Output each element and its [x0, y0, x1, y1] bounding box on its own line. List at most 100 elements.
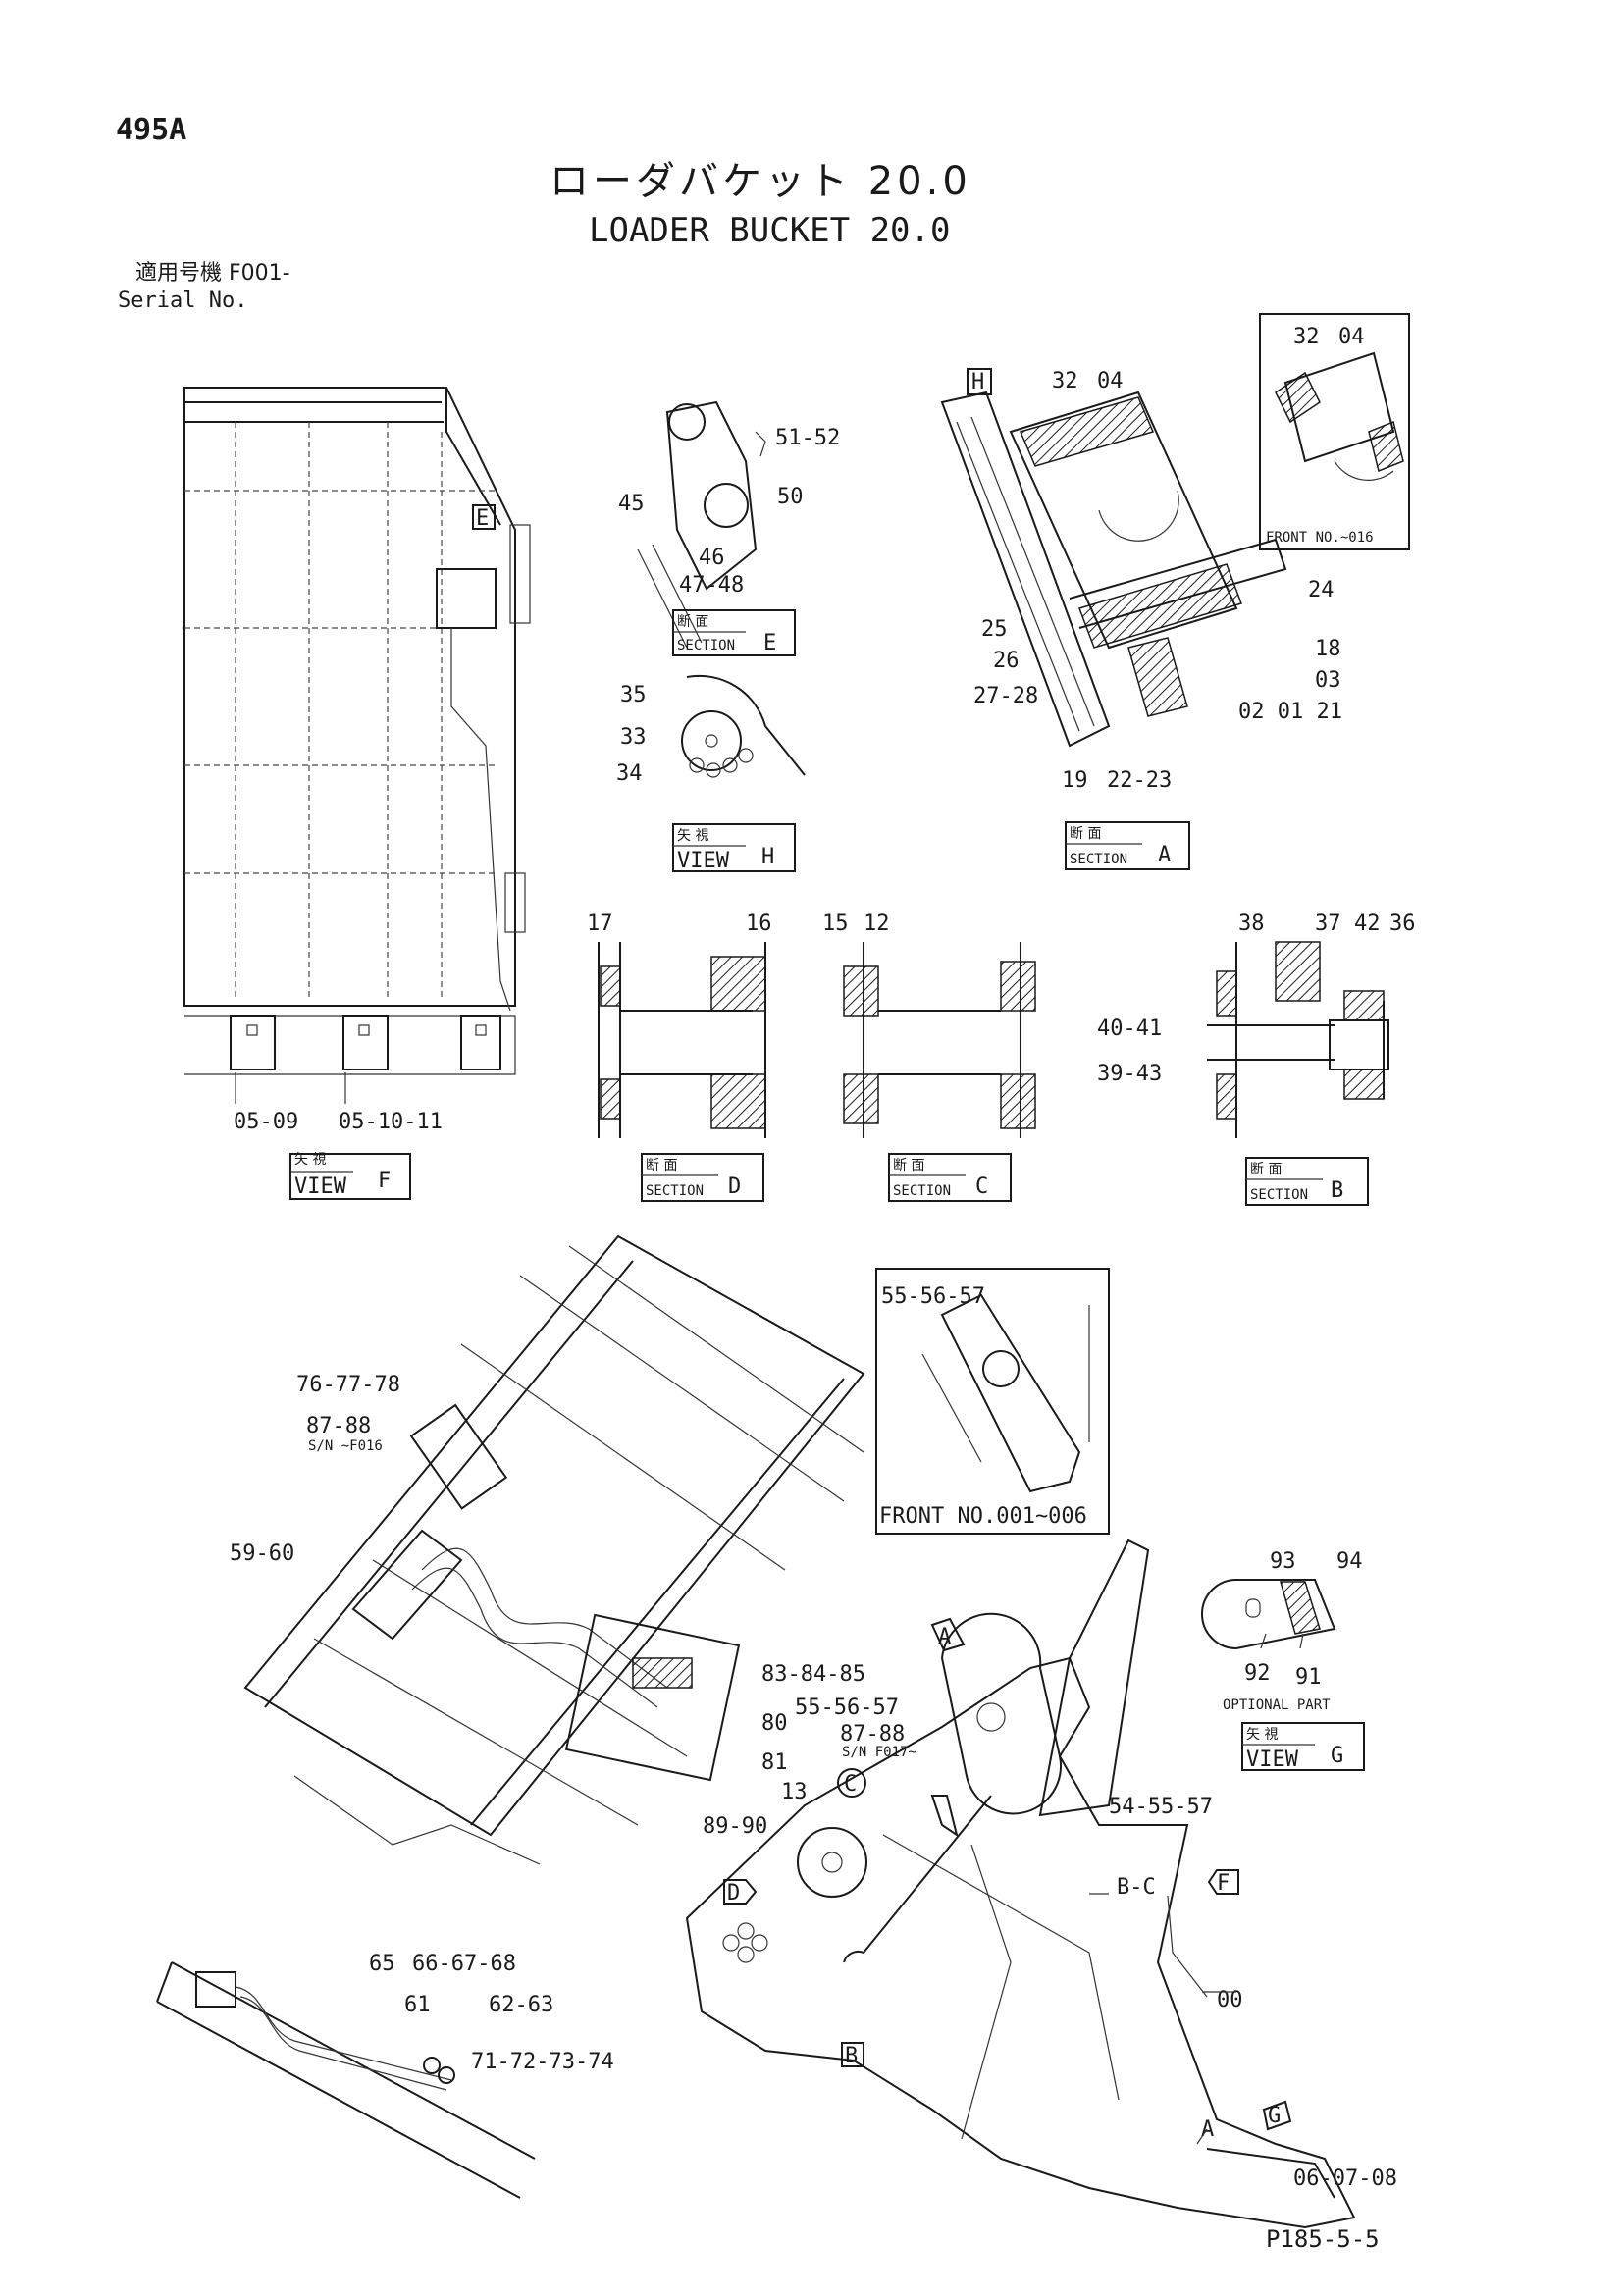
label-47-48: 47-48 [679, 573, 744, 598]
label-13: 13 [781, 1780, 808, 1804]
label-17: 17 [587, 912, 613, 936]
section-b-detail [1207, 941, 1389, 1138]
note-front-016: FRONT NO.~016 [1266, 530, 1374, 546]
section-c-detail [843, 942, 1036, 1138]
label-03: 03 [1315, 668, 1341, 693]
label-71-72-73-74: 71-72-73-74 [471, 2050, 614, 2074]
svg-text:E: E [763, 631, 776, 655]
note-optional-part: OPTIONAL PART [1223, 1697, 1331, 1713]
svg-text:断 面: 断 面 [893, 1158, 924, 1174]
label-38: 38 [1238, 912, 1265, 936]
label-36: 36 [1389, 912, 1416, 936]
svg-text:C: C [975, 1174, 988, 1199]
note-sn-f016: S/N ~F016 [308, 1438, 383, 1454]
svg-text:E: E [476, 506, 489, 531]
label-89-90: 89-90 [703, 1814, 767, 1839]
page-code: 495A [116, 113, 187, 147]
label-80: 80 [761, 1711, 788, 1736]
section-a-tag: 断 面 SECTION A [1065, 821, 1190, 870]
label-18: 18 [1315, 637, 1341, 661]
svg-text:C: C [844, 1772, 857, 1797]
marker-e-top: E [472, 504, 496, 531]
section-e-tag: 断 面 SECTION E [672, 609, 796, 656]
label-39-43: 39-43 [1097, 1062, 1162, 1086]
svg-text:断 面: 断 面 [1250, 1162, 1282, 1177]
svg-text:H: H [761, 845, 774, 869]
label-26: 26 [993, 649, 1020, 673]
label-a-section-cut: A [1201, 2117, 1214, 2142]
svg-text:F: F [378, 1169, 391, 1193]
label-27-28: 27-28 [973, 684, 1038, 708]
svg-text:矢 視: 矢 視 [294, 1152, 326, 1168]
section-a-detail [940, 391, 1287, 748]
label-87-88-b: 87-88 [840, 1722, 905, 1747]
section-c-tag: 断 面 SECTION C [888, 1153, 1012, 1202]
inset-front-016 [1259, 313, 1410, 550]
bucket-rear-view [183, 387, 531, 1075]
serial-label-japanese: 適用号機 F001- [135, 261, 290, 286]
label-45: 45 [618, 492, 645, 516]
inset-front-001-006 [875, 1268, 1110, 1535]
label-32-inset: 32 [1293, 325, 1320, 349]
label-34: 34 [616, 761, 643, 786]
label-42: 42 [1354, 912, 1381, 936]
label-40-41: 40-41 [1097, 1017, 1162, 1041]
label-91: 91 [1295, 1665, 1322, 1690]
label-33: 33 [620, 725, 647, 750]
label-04: 04 [1097, 369, 1124, 393]
label-04-inset: 04 [1338, 325, 1365, 349]
svg-text:SECTION: SECTION [677, 638, 735, 653]
note-sn-f017: S/N F017~ [842, 1745, 916, 1760]
svg-text:D: D [728, 1174, 741, 1199]
section-d-tag: 断 面 SECTION D [641, 1153, 764, 1202]
serial-label-english: Serial No. [118, 288, 248, 313]
svg-text:D: D [727, 1881, 740, 1905]
hydraulic-detail [156, 1961, 536, 2199]
label-24: 24 [1308, 578, 1335, 602]
label-06-07-08: 06-07-08 [1293, 2166, 1397, 2191]
bucket-top-view [243, 1234, 865, 1865]
svg-text:断 面: 断 面 [1070, 826, 1101, 842]
svg-text:矢 視: 矢 視 [1246, 1727, 1278, 1743]
label-83-84-85: 83-84-85 [761, 1662, 865, 1687]
svg-text:A: A [1158, 843, 1171, 867]
label-55-56-57-main: 55-56-57 [795, 1696, 899, 1720]
page-reference: P185-5-5 [1266, 2225, 1380, 2253]
label-62-63: 62-63 [489, 1993, 553, 2017]
marker-g: G [1262, 2100, 1292, 2131]
view-g-tag: 矢 視 VIEW G [1241, 1722, 1365, 1772]
label-37: 37 [1315, 912, 1341, 936]
svg-text:矢 視: 矢 視 [677, 828, 708, 844]
svg-text:B: B [845, 2044, 858, 2068]
svg-text:B: B [1331, 1178, 1343, 1203]
label-61: 61 [404, 1993, 431, 2017]
svg-text:H: H [971, 370, 984, 394]
label-02-01-21: 02 01 21 [1238, 700, 1342, 724]
svg-text:A: A [938, 1625, 951, 1649]
svg-text:VIEW: VIEW [294, 1174, 347, 1199]
marker-b: B [841, 2042, 864, 2068]
svg-text:断 面: 断 面 [646, 1158, 677, 1174]
svg-text:VIEW: VIEW [1246, 1748, 1299, 1772]
label-81: 81 [761, 1750, 788, 1775]
svg-text:F: F [1217, 1871, 1230, 1896]
svg-text:VIEW: VIEW [677, 849, 730, 873]
svg-text:SECTION: SECTION [646, 1183, 704, 1199]
note-front-001-006: FRONT NO.001~006 [879, 1504, 1087, 1529]
label-19: 19 [1062, 768, 1088, 793]
label-32: 32 [1052, 369, 1078, 393]
svg-text:SECTION: SECTION [1070, 852, 1127, 867]
view-g-detail [1201, 1579, 1336, 1650]
label-25: 25 [981, 617, 1008, 642]
marker-f: F [1207, 1869, 1239, 1896]
label-b-c: B-C [1117, 1875, 1156, 1900]
label-50: 50 [777, 485, 804, 509]
label-93: 93 [1270, 1549, 1296, 1574]
svg-text:G: G [1268, 2104, 1281, 2128]
label-92: 92 [1244, 1661, 1271, 1686]
section-b-tag: 断 面 SECTION B [1245, 1157, 1369, 1206]
label-65: 65 [369, 1952, 395, 1976]
bucket-side-profile [685, 1539, 1356, 2229]
section-e-detail [637, 400, 766, 649]
